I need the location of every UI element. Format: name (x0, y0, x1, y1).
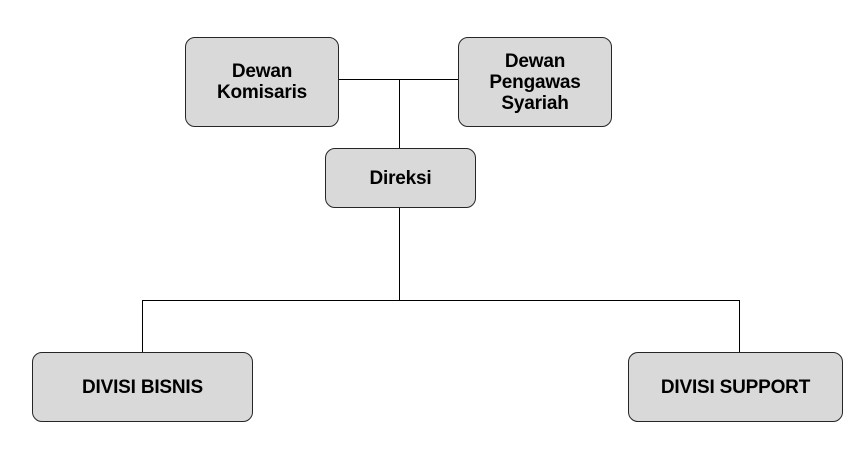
node-divisi-support: DIVISI SUPPORT (628, 352, 843, 422)
node-dewan-komisaris-label: Dewan Komisaris (216, 61, 308, 103)
node-divisi-bisnis: DIVISI BISNIS (32, 352, 253, 422)
node-direksi: Direksi (325, 148, 476, 208)
node-divisi-bisnis-label: DIVISI BISNIS (82, 376, 203, 398)
node-dewan-komisaris: Dewan Komisaris (185, 37, 339, 127)
node-direksi-label: Direksi (369, 167, 432, 189)
node-dewan-pengawas-syariah: Dewan Pengawas Syariah (458, 37, 612, 127)
node-divisi-support-label: DIVISI SUPPORT (660, 376, 811, 398)
node-dewan-pengawas-syariah-label: Dewan Pengawas Syariah (489, 50, 581, 114)
